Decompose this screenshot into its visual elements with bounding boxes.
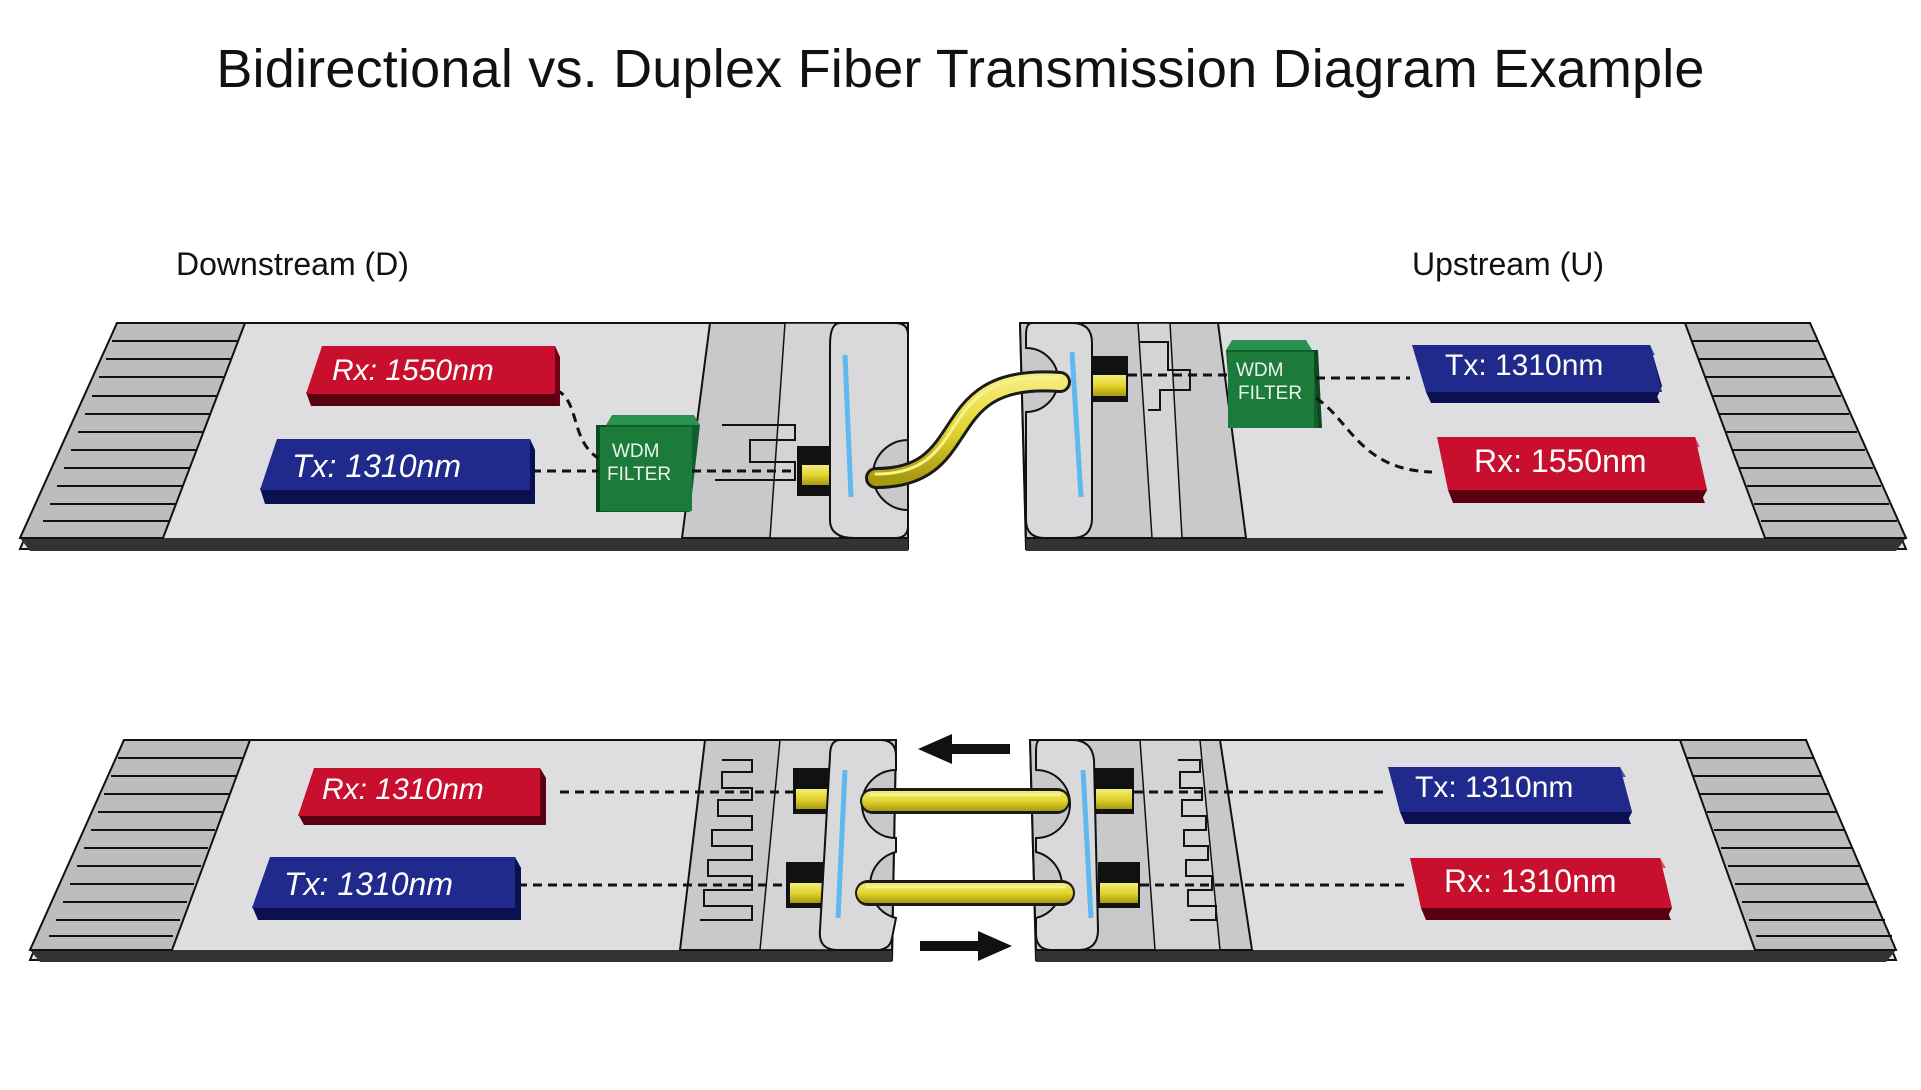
duplex-fiber-lower	[855, 880, 1075, 906]
bidi-right-optical-block	[1018, 322, 1248, 539]
bidi-right-fins	[1683, 322, 1908, 539]
duplex-section: Rx: 1310nm Tx: 1310nm	[28, 734, 1898, 962]
bidi-right-tx-block: Tx: 1310nm	[1412, 345, 1662, 403]
duplex-left-rx-label: Rx: 1310nm	[322, 773, 484, 806]
bidi-left-wdm-label-1: WDM	[612, 441, 659, 462]
duplex-right-module: Tx: 1310nm Rx: 1310nm	[1028, 739, 1898, 962]
bidi-right-wdm-label-2: FILTER	[1238, 383, 1302, 404]
bidi-left-rx-block: Rx: 1550nm	[306, 346, 560, 406]
page-title: Bidirectional vs. Duplex Fiber Transmiss…	[216, 39, 1705, 99]
downstream-label: Downstream (D)	[176, 246, 409, 282]
upstream-label: Upstream (U)	[1412, 246, 1605, 282]
duplex-left-rx-block: Rx: 1310nm	[298, 768, 546, 825]
bidi-left-rx-label: Rx: 1550nm	[332, 354, 494, 387]
bidi-right-module: WDM FILTER Tx: 1310nm Rx: 1550nm	[1018, 322, 1908, 551]
bidi-left-fins	[18, 322, 247, 539]
duplex-right-tx-label: Tx: 1310nm	[1415, 771, 1573, 804]
bidi-right-wdm-label-1: WDM	[1236, 360, 1283, 381]
duplex-right-optical-block	[1028, 739, 1254, 951]
bidi-left-module: WDM FILTER Rx: 1550nm Tx: 1310nm	[18, 322, 909, 551]
bidi-right-rx-block: Rx: 1550nm	[1437, 437, 1707, 503]
duplex-right-rx-label: Rx: 1310nm	[1444, 863, 1617, 899]
bidi-left-tx-label: Tx: 1310nm	[292, 448, 461, 484]
duplex-fiber-upper	[860, 788, 1070, 814]
duplex-left-tx-block: Tx: 1310nm	[252, 857, 521, 920]
arrow-left-icon	[918, 734, 1010, 764]
bidi-left-optical-block	[680, 322, 909, 539]
bidi-left-wdm-filter: WDM FILTER	[596, 415, 700, 512]
duplex-left-module: Rx: 1310nm Tx: 1310nm	[28, 739, 898, 962]
bidi-left-tx-block: Tx: 1310nm	[260, 439, 535, 504]
bidi-right-wdm-filter: WDM FILTER	[1226, 340, 1322, 428]
duplex-left-tx-label: Tx: 1310nm	[284, 866, 453, 902]
duplex-left-optical-block	[678, 739, 898, 951]
duplex-right-fins	[1678, 739, 1898, 951]
duplex-right-tx-block: Tx: 1310nm	[1388, 767, 1632, 824]
bidi-section: WDM FILTER Rx: 1550nm Tx: 1310nm	[18, 322, 1908, 551]
arrow-right-icon	[920, 931, 1012, 961]
duplex-left-fins	[28, 739, 252, 951]
bidi-left-wdm-label-2: FILTER	[607, 464, 671, 485]
bidi-right-rx-label: Rx: 1550nm	[1474, 443, 1647, 479]
duplex-right-rx-block: Rx: 1310nm	[1410, 858, 1672, 920]
bidi-right-tx-label: Tx: 1310nm	[1445, 349, 1603, 382]
